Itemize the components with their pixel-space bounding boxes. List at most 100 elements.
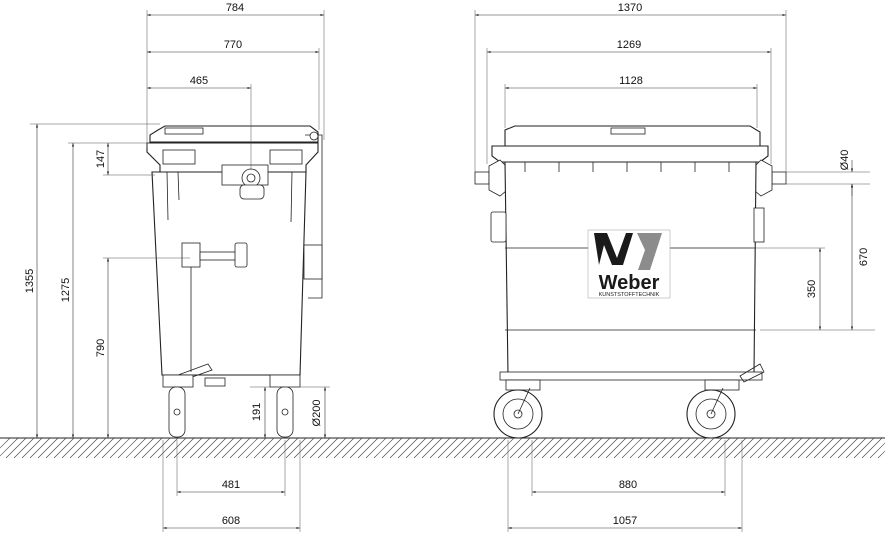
hatch-line	[317, 437, 339, 459]
front-pedal	[739, 363, 765, 383]
front-wheel-fork-right	[704, 379, 740, 391]
dim-front-880: 880	[619, 479, 637, 491]
side-rib	[166, 171, 169, 221]
side-rim-recess-left	[162, 149, 196, 165]
hatch-line	[13, 437, 35, 459]
hatch-line	[605, 437, 627, 459]
side-dimensions: 784 770 465 1355 1275 147 790 191 Ø200	[24, 2, 330, 532]
hatch-line	[253, 437, 275, 459]
hatch-line	[293, 437, 315, 459]
hatch-line	[61, 437, 83, 459]
dim-front-670: 670	[858, 248, 870, 266]
front-wheel-left-rim	[502, 398, 534, 430]
side-handle-grip	[181, 242, 201, 268]
hatch-line	[757, 437, 779, 459]
hatch-line	[237, 437, 259, 459]
ground-hatching	[0, 437, 885, 459]
hatch-line	[101, 437, 123, 459]
hatch-line	[573, 437, 595, 459]
side-hinge-bracket	[303, 244, 323, 280]
hatch-line	[85, 437, 107, 459]
dim-side-465: 465	[190, 75, 208, 87]
front-dimensions: 1370 1269 1128 Ø40 670 350 880 1057	[474, 2, 875, 532]
side-wheel-hub-left	[173, 408, 181, 416]
side-rib	[290, 171, 293, 223]
hatch-line	[397, 437, 419, 459]
hatch-line	[93, 437, 115, 459]
hatch-line	[245, 437, 267, 459]
hatch-line	[773, 437, 795, 459]
side-view	[146, 125, 323, 438]
hatch-line	[693, 437, 715, 459]
hatch-line	[0, 437, 19, 457]
hatch-line	[725, 437, 747, 459]
front-bottom-rail	[499, 371, 763, 381]
front-lid-handle	[610, 127, 646, 135]
hatch-line	[421, 437, 443, 459]
dim-side-wheel-diameter: Ø200	[311, 400, 323, 427]
hatch-line	[365, 437, 387, 459]
hatch-line	[869, 442, 885, 459]
hatch-line	[861, 437, 883, 459]
front-wheel-right-strut	[710, 387, 724, 415]
hatch-line	[541, 437, 563, 459]
logo-brand: Weber	[599, 272, 660, 294]
hatch-line	[189, 437, 211, 459]
hatch-line	[405, 437, 427, 459]
hatch-line	[565, 437, 587, 459]
hatch-line	[389, 437, 411, 459]
hatch-line	[165, 437, 187, 459]
hatch-line	[333, 437, 355, 459]
front-wheel-right-rim	[695, 398, 727, 430]
hatch-line	[149, 437, 171, 459]
hatch-line	[29, 437, 51, 459]
dim-side-770: 770	[224, 39, 242, 51]
hatch-line	[69, 437, 91, 459]
hatch-line	[301, 437, 323, 459]
hatch-line	[205, 437, 227, 459]
hatch-line	[285, 437, 307, 459]
hatch-line	[53, 437, 75, 459]
hatch-line	[77, 437, 99, 459]
hatch-line	[437, 437, 459, 459]
front-view: Weber KUNSTSTOFFTECHNIK	[474, 125, 787, 439]
hatch-line	[373, 437, 395, 459]
dim-front-1370: 1370	[618, 2, 642, 14]
dim-side-147: 147	[95, 150, 107, 168]
side-lock-base	[239, 184, 265, 200]
hatch-line	[197, 437, 219, 459]
side-body	[151, 171, 307, 376]
hatch-line	[837, 437, 859, 459]
hatch-line	[173, 437, 195, 459]
hatch-line	[589, 437, 611, 459]
hatch-line	[749, 437, 771, 459]
hatch-line	[309, 437, 331, 459]
hatch-line	[829, 437, 851, 459]
dim-side-1355: 1355	[24, 269, 36, 293]
hatch-line	[21, 437, 43, 459]
front-wheel-left-strut	[517, 387, 531, 415]
logo-subtitle: KUNSTSTOFFTECHNIK	[599, 292, 660, 298]
hatch-line	[493, 437, 515, 459]
hatch-line	[677, 437, 699, 459]
front-wheel-left-hub	[513, 409, 523, 419]
hatch-line	[845, 437, 867, 459]
hatch-line	[533, 437, 555, 459]
hatch-line	[629, 437, 651, 459]
hatch-line	[613, 437, 635, 459]
hatch-line	[445, 437, 467, 459]
logo-w-grey	[637, 233, 662, 270]
hatch-line	[133, 437, 155, 459]
front-side-bracket	[490, 211, 507, 243]
dim-side-608: 608	[222, 515, 240, 527]
hatch-line	[517, 437, 539, 459]
hatch-line	[45, 437, 67, 459]
dim-front-1057: 1057	[613, 515, 637, 527]
hatch-line	[733, 437, 755, 459]
dim-front-1128: 1128	[619, 75, 643, 87]
hatch-line	[821, 437, 843, 459]
hatch-line	[261, 437, 283, 459]
hatch-line	[717, 437, 739, 459]
hatch-line	[789, 437, 811, 459]
